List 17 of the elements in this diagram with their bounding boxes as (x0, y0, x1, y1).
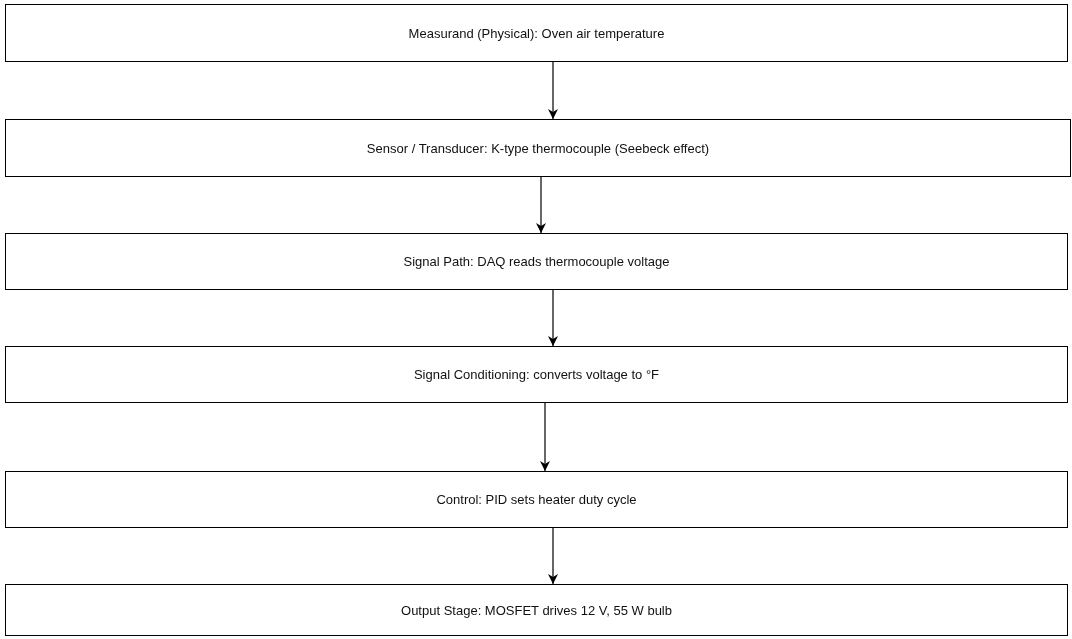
process-box (5, 233, 1068, 290)
process-box (5, 4, 1068, 62)
arrow (548, 289, 558, 347)
process-box (5, 584, 1068, 636)
arrow (540, 402, 550, 472)
process-box (5, 119, 1071, 177)
arrow (548, 527, 558, 585)
box-label: Sensor / Transducer: K-type thermocouple (Seebeck effect) (366, 140, 710, 156)
box-label: Measurand (Physical): Oven air temperature (408, 25, 665, 41)
process-box (5, 471, 1068, 528)
process-box (5, 346, 1068, 403)
box-label: Signal Path: DAQ reads thermocouple voltage (403, 254, 670, 269)
arrow (536, 176, 546, 234)
box-label: Signal Conditioning: converts voltage to °F (413, 367, 660, 382)
box-label: Control: PID sets heater duty cycle (436, 492, 637, 507)
box-label: Output Stage: MOSFET drives 12 V, 55 W bulb (401, 602, 672, 618)
arrow (548, 61, 558, 120)
